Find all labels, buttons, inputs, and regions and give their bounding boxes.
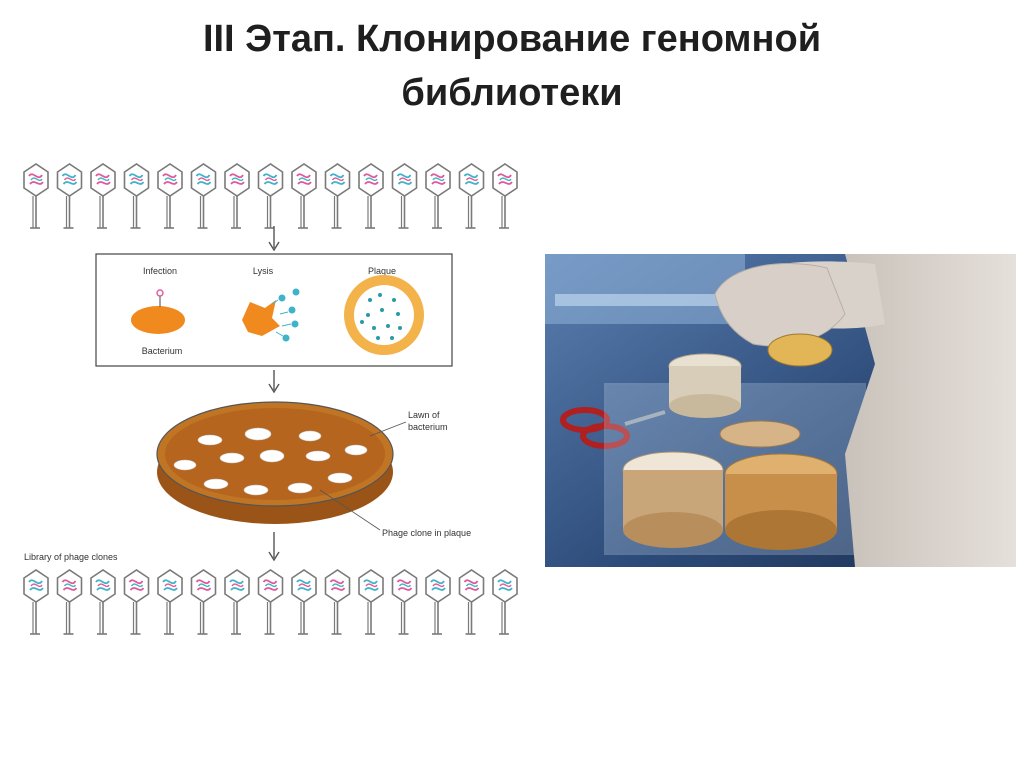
- label-library: Library of phage clones: [24, 552, 118, 562]
- phage-icon: [123, 569, 150, 635]
- phage-icon: [224, 163, 250, 229]
- label-bacterium: Bacterium: [142, 346, 183, 356]
- phage-icon: [56, 569, 83, 635]
- label-lawn-1: Lawn of: [408, 410, 440, 420]
- phage-icon: [190, 569, 217, 635]
- scissors-icon: [560, 407, 666, 449]
- phage-row-bottom: [23, 569, 518, 635]
- slide-title: III Этап. Клонирование геномной библиоте…: [40, 12, 984, 120]
- phage-icon: [358, 163, 384, 229]
- petri-dish: [156, 401, 407, 531]
- arrow-down-icon: [268, 370, 280, 394]
- phage-library-diagram: Infection Lysis Plaque Bacterium: [23, 163, 518, 635]
- phage-icon: [291, 569, 317, 635]
- lab-petri-dishes-photo: [545, 254, 1016, 567]
- phage-icon: [90, 569, 116, 635]
- plaque-circle: [344, 275, 424, 355]
- phage-icon: [190, 163, 217, 229]
- phage-icon: [291, 163, 317, 229]
- label-infection: Infection: [143, 266, 177, 276]
- phage-icon: [257, 163, 284, 229]
- phage-icon: [391, 569, 418, 635]
- title-line-1: III Этап. Клонирование геномной: [202, 18, 822, 60]
- phage-icon: [257, 569, 284, 635]
- title-line-2: библиотеки: [401, 72, 623, 114]
- phage-icon: [425, 163, 451, 229]
- phage-icon: [123, 163, 150, 229]
- label-lawn-2: bacterium: [408, 422, 448, 432]
- phage-icon: [425, 569, 451, 635]
- bacterium-lysis: [242, 288, 300, 342]
- phage-icon: [23, 163, 49, 229]
- phage-icon: [458, 569, 485, 635]
- petri-stack-front: [622, 420, 838, 550]
- phage-icon: [324, 569, 351, 635]
- arrow-down-icon: [268, 532, 280, 562]
- phage-icon: [157, 163, 183, 229]
- phage-icon: [391, 163, 418, 229]
- phage-icon: [90, 163, 116, 229]
- label-phage-clone: Phage clone in plaque: [382, 528, 471, 538]
- phage-icon: [224, 569, 250, 635]
- phage-icon: [358, 569, 384, 635]
- bacterium-infection: [131, 289, 185, 334]
- label-plaque: Plaque: [368, 266, 396, 276]
- phage-icon: [157, 569, 183, 635]
- petri-stack-left: [668, 353, 742, 418]
- phage-icon: [324, 163, 351, 229]
- phage-icon: [458, 163, 485, 229]
- phage-icon: [56, 163, 83, 229]
- phage-row-top: [23, 163, 518, 229]
- arrow-down-icon: [268, 226, 280, 252]
- phage-icon: [492, 569, 518, 635]
- phage-icon: [492, 163, 518, 229]
- gloved-hands: [714, 263, 846, 367]
- label-lysis: Lysis: [253, 266, 274, 276]
- phage-icon: [23, 569, 49, 635]
